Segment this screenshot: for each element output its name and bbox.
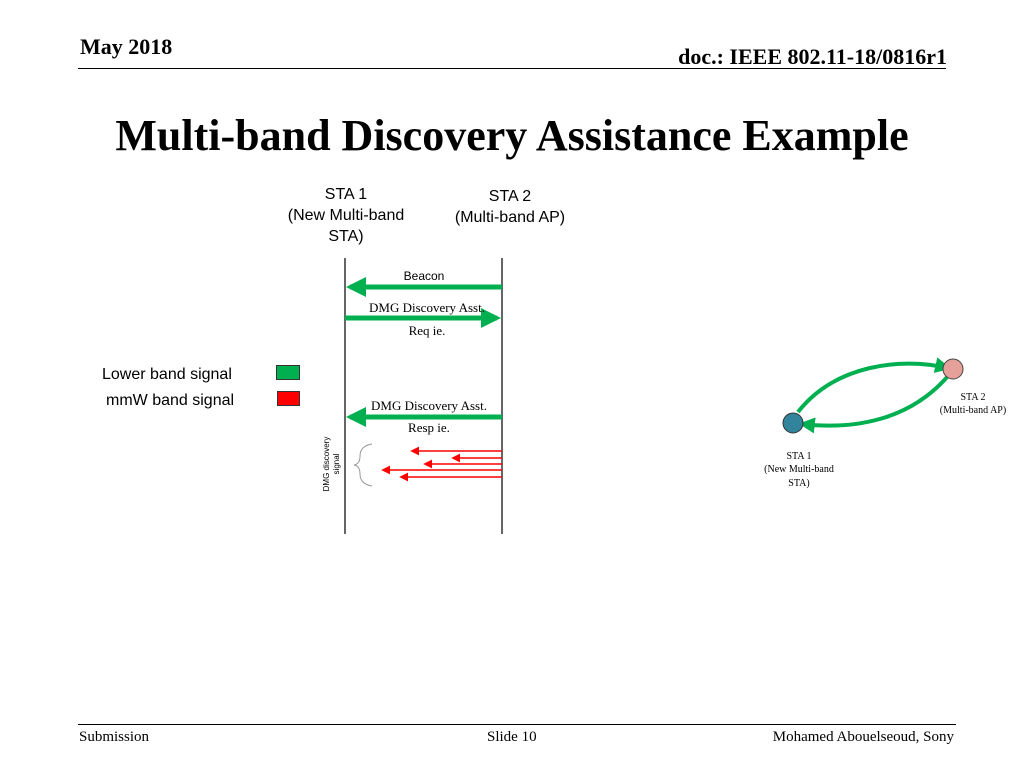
footer-rule (78, 724, 956, 725)
slide-title: Multi-band Discovery Assistance Example (115, 111, 909, 160)
resp-label-line1: DMG Discovery Asst. (371, 398, 487, 413)
sta2-column-label: STA 2 (Multi-band AP) (440, 186, 580, 228)
sta1-label-line3: STA) (328, 228, 364, 245)
dmg-signal-brace (353, 443, 373, 487)
resp-label-line2: Resp ie. (408, 420, 450, 435)
footer-author: Mohamed Abouelseoud, Sony (772, 729, 954, 745)
topology-arrow-upper (796, 357, 952, 414)
topo-sta1-line3: STA) (788, 478, 809, 489)
sta1-column-label: STA 1 (New Multi-band STA) (276, 184, 416, 247)
dmg-signal-label-line2: signal (332, 453, 341, 475)
sta1-label-line2: (New Multi-band (287, 207, 405, 224)
sta1-node (782, 412, 804, 434)
topo-sta2-line2: (Multi-band AP) (940, 405, 1006, 416)
sta2-label-line2: (Multi-band AP) (454, 209, 566, 226)
header-date: May 2018 (80, 34, 173, 59)
legend-lower-band-swatch (276, 365, 300, 380)
legend-mmw-band-label: mmW band signal (106, 392, 235, 409)
legend-lower-band-label: Lower band signal (102, 366, 232, 383)
req-label-line1: DMG Discovery Asst. (369, 300, 485, 315)
sta1-label-line1: STA 1 (324, 186, 368, 203)
legend-mmw-band-swatch (277, 391, 300, 406)
header-doc-id: doc.: IEEE 802.11-18/0816r1 (678, 44, 947, 69)
topo-sta1-line1: STA 1 (786, 451, 811, 462)
beacon-label: Beacon (404, 269, 445, 283)
topo-sta1-line2: (New Multi-band (764, 464, 834, 475)
sta2-label-line1: STA 2 (488, 188, 532, 205)
dmg-signal-label-line1: DMG discovery (322, 436, 331, 492)
req-label-line2: Req ie. (409, 323, 446, 338)
footer-submission: Submission (79, 729, 150, 745)
dmg-signal-label: DMG discovery signal (322, 432, 352, 496)
sta2-node (942, 358, 964, 380)
header-rule (78, 68, 946, 69)
footer-slide-number: Slide 10 (487, 729, 537, 745)
topology-arrow-lower (798, 374, 950, 434)
topo-sta2-line1: STA 2 (960, 392, 985, 403)
